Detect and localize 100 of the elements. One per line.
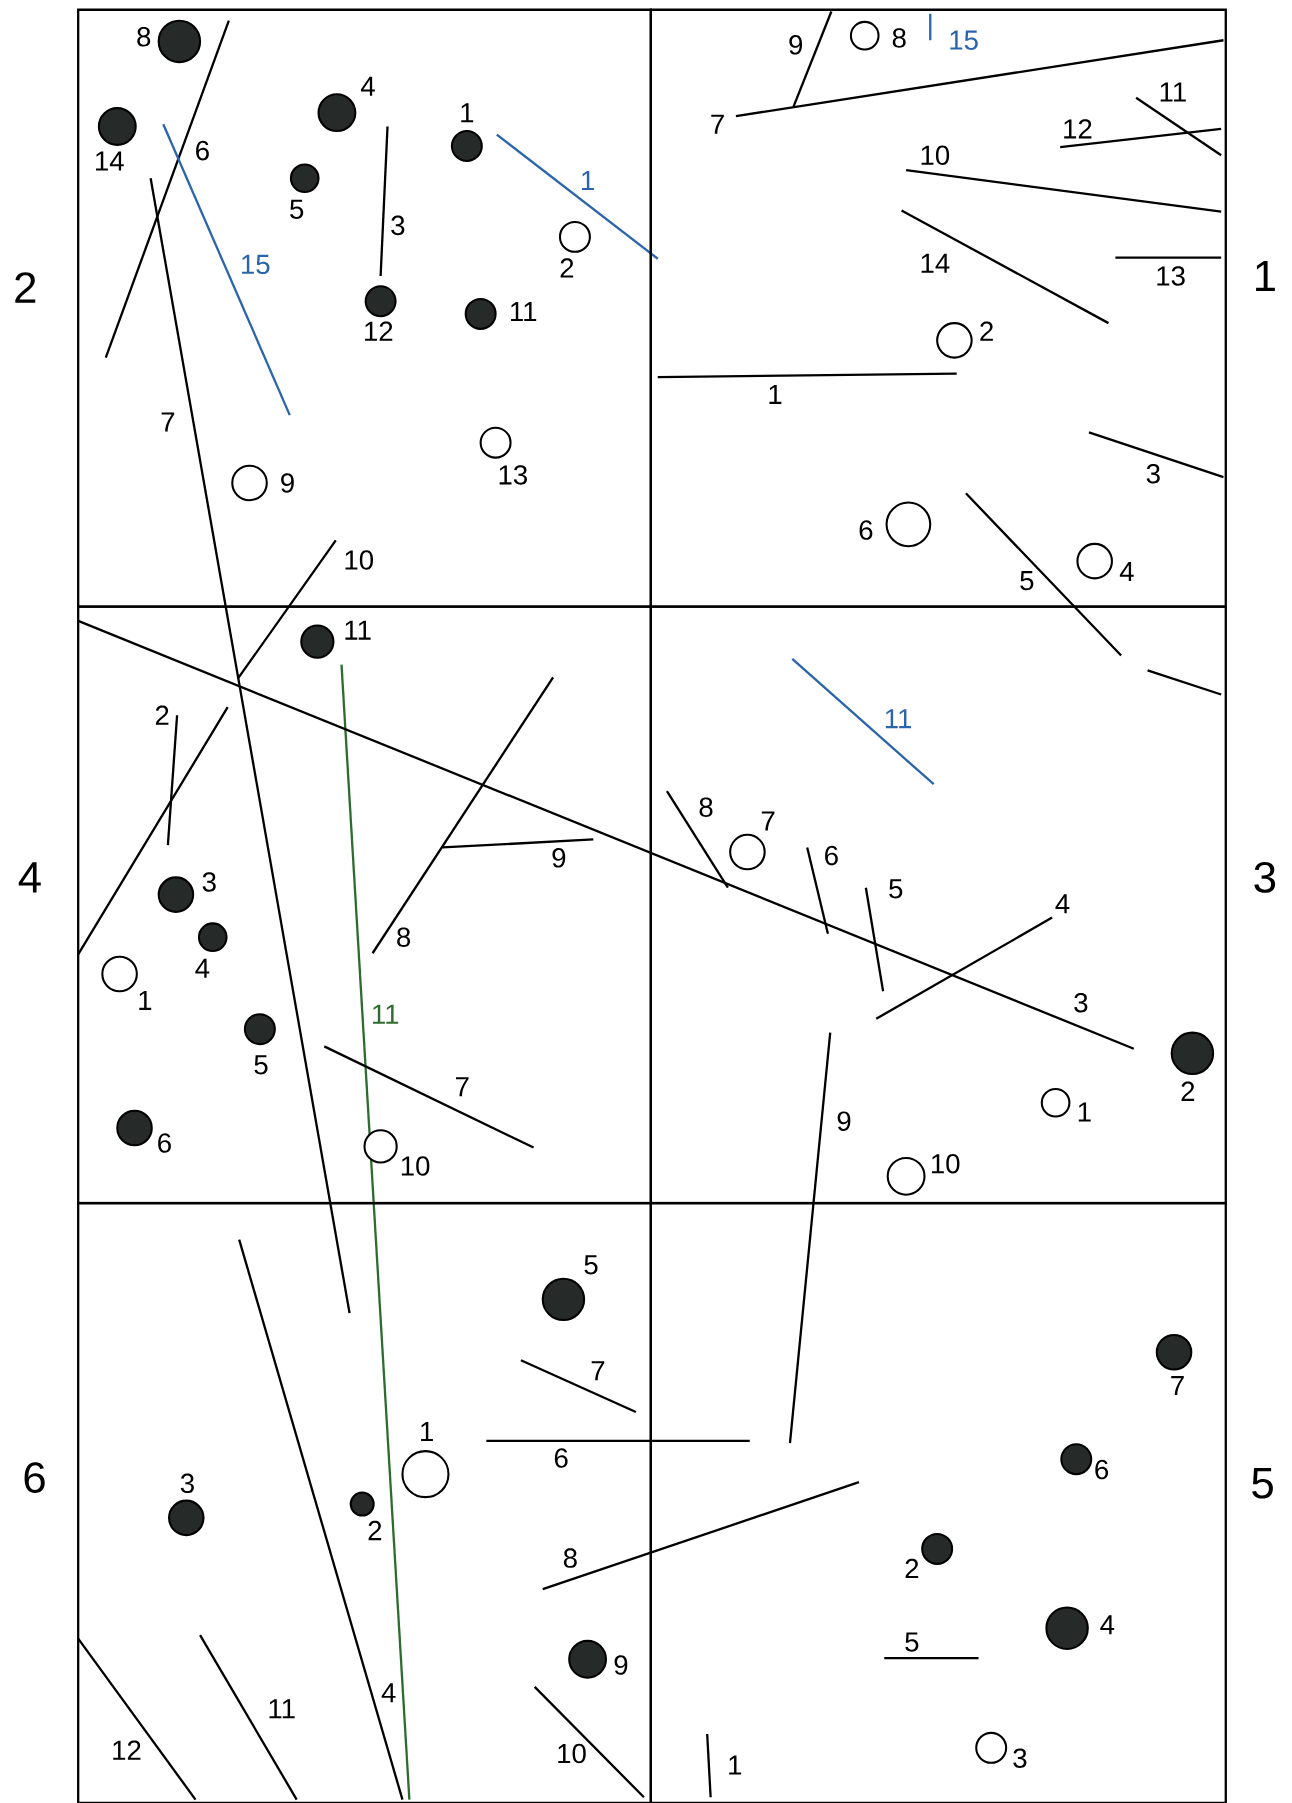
circle-number: 10 <box>401 1156 430 1176</box>
line-number: 12 <box>1064 119 1092 139</box>
open-circle <box>363 1129 398 1164</box>
circle-number: 6 <box>1095 1459 1108 1480</box>
line-number: 9 <box>837 1111 851 1131</box>
open-circle <box>1040 1087 1071 1118</box>
circle-number: 2 <box>560 258 573 278</box>
line-number: 7 <box>591 1361 604 1381</box>
open-circle <box>935 322 973 359</box>
circle-number: 2 <box>905 1558 918 1579</box>
line-number: 1 <box>769 384 782 404</box>
circle-number: 8 <box>137 27 150 47</box>
circle-number: 1 <box>461 103 473 123</box>
line-number: 3 <box>391 215 405 236</box>
circle-number: 3 <box>180 1473 194 1494</box>
panel-frame <box>649 605 1227 1205</box>
line-number: 15 <box>241 254 270 275</box>
circle-number: 1 <box>1078 1102 1091 1122</box>
line-number: 13 <box>1157 266 1185 286</box>
filled-dot <box>157 19 201 64</box>
panel-frame <box>649 1201 1227 1803</box>
circle-number: 4 <box>1100 1615 1114 1635</box>
filled-dot <box>541 1277 585 1322</box>
circle-number: 11 <box>345 620 371 640</box>
open-circle <box>479 426 512 459</box>
line-number: 9 <box>552 848 565 868</box>
panel-number: 6 <box>24 1462 45 1494</box>
circle-number: 8 <box>892 28 906 48</box>
line-number: 6 <box>195 140 209 161</box>
circle-number: 11 <box>510 302 536 322</box>
open-circle <box>558 220 591 253</box>
circle-number: 3 <box>202 872 216 892</box>
line-number: 5 <box>1020 571 1034 591</box>
filled-dot <box>1045 1606 1089 1650</box>
filled-dot <box>1060 1443 1093 1476</box>
filled-dot <box>243 1013 276 1046</box>
panel-number: 4 <box>18 862 41 893</box>
panel-number: 3 <box>1254 861 1275 893</box>
filled-dot <box>349 1491 375 1517</box>
filled-dot <box>567 1639 607 1679</box>
circle-number: 3 <box>1013 1748 1027 1768</box>
open-circle <box>231 464 268 502</box>
line-number: 1 <box>729 1755 741 1775</box>
circle-number: 4 <box>360 76 375 96</box>
open-circle <box>975 1731 1007 1764</box>
line-number: 3 <box>1146 464 1160 484</box>
panel-frame <box>76 8 652 608</box>
filled-dot <box>197 922 228 952</box>
circle-number: 5 <box>254 1055 268 1075</box>
line-number: 11 <box>372 1004 398 1024</box>
line-number: 14 <box>921 253 950 273</box>
panel-frame <box>649 8 1227 608</box>
filled-dot <box>300 624 335 659</box>
circle-number: 13 <box>499 465 527 485</box>
circle-number: 4 <box>195 958 209 978</box>
open-circle <box>849 20 880 51</box>
circle-number: 5 <box>584 1255 598 1275</box>
circle-number: 6 <box>859 520 873 540</box>
line-number: 7 <box>161 412 174 432</box>
line-number: 6 <box>824 845 838 866</box>
filled-dot <box>289 163 320 194</box>
circle-number: 7 <box>761 811 775 831</box>
circle-number: 1 <box>139 990 151 1010</box>
filled-dot <box>464 297 497 330</box>
line-number: 4 <box>1055 894 1070 914</box>
circle-number: 12 <box>364 321 393 341</box>
filled-dot <box>364 285 397 318</box>
open-circle <box>1076 542 1113 580</box>
line-number: 11 <box>269 1699 295 1719</box>
filled-dot <box>450 130 483 162</box>
circle-number: 5 <box>289 199 303 219</box>
line-number: 11 <box>1160 82 1186 102</box>
line-number: 1 <box>581 171 594 191</box>
filled-dot <box>116 1109 153 1147</box>
filled-dot <box>1170 1031 1214 1076</box>
circle-number: 14 <box>95 151 124 171</box>
line-number: 15 <box>950 30 978 50</box>
circle-number: 7 <box>1171 1376 1184 1396</box>
line-number: 10 <box>921 145 949 165</box>
panel-number: 5 <box>1251 1468 1273 1499</box>
circle-number: 10 <box>931 1153 960 1174</box>
line-number: 4 <box>381 1683 396 1703</box>
line-number: 12 <box>113 1740 141 1760</box>
filled-dot <box>317 93 357 133</box>
filled-dot <box>1155 1334 1193 1371</box>
panel-number: 1 <box>1255 260 1275 291</box>
open-circle <box>401 1450 450 1499</box>
line-number: 2 <box>155 705 169 725</box>
open-circle <box>886 1156 926 1196</box>
panel-frame <box>76 1201 652 1803</box>
line-number: 8 <box>699 797 713 817</box>
line-number: 10 <box>558 1743 586 1764</box>
open-circle <box>885 501 932 548</box>
circle-number: 6 <box>157 1133 171 1153</box>
panel-number: 2 <box>15 272 36 303</box>
filled-dot <box>167 1499 205 1537</box>
line-number: 7 <box>711 114 724 134</box>
circle-number: 2 <box>1181 1081 1194 1101</box>
line-number: 10 <box>345 550 373 570</box>
filled-dot <box>97 107 137 146</box>
